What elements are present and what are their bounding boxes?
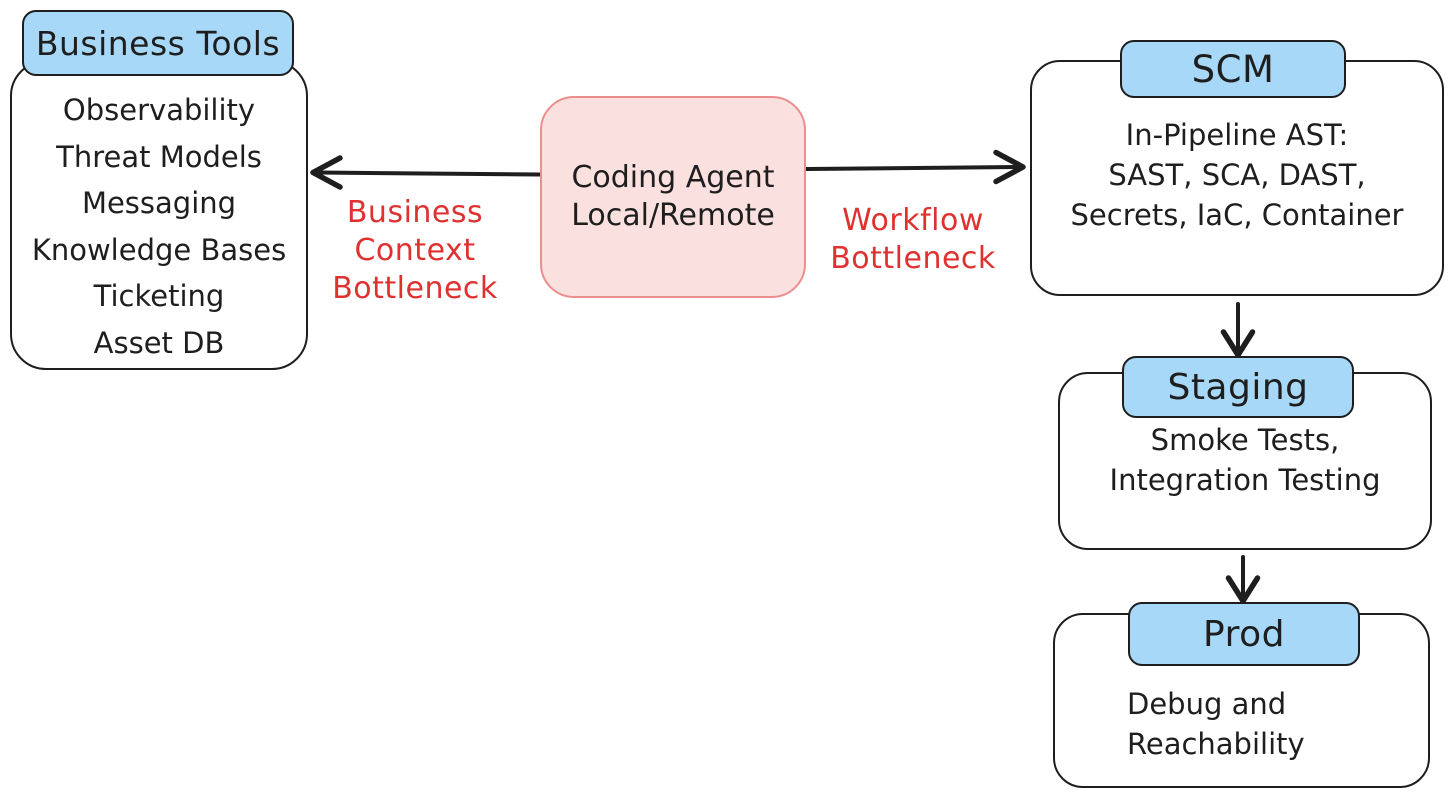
arrow-scm-to-staging bbox=[1220, 302, 1256, 358]
arrow-agent-to-business-tools bbox=[310, 155, 542, 190]
workflow-bottleneck-label: Workflow Bottleneck bbox=[830, 203, 996, 276]
business-context-bottleneck-label: Business Context Bottleneck bbox=[332, 195, 498, 306]
scm-title: SCM bbox=[1191, 47, 1275, 91]
business-tools-box: Observability Threat Models Messaging Kn… bbox=[10, 60, 308, 370]
list-item: Asset DB bbox=[93, 325, 225, 360]
list-item: Messaging bbox=[81, 186, 237, 220]
business-tools-header: Business Tools bbox=[22, 10, 294, 76]
staging-header: Staging bbox=[1122, 356, 1354, 418]
list-item: Observability bbox=[62, 93, 256, 127]
scm-header: SCM bbox=[1120, 40, 1346, 98]
staging-body-text: Smoke Tests, Integration Testing bbox=[1109, 423, 1381, 497]
coding-agent-box: Coding Agent Local/Remote bbox=[540, 96, 806, 298]
staging-title: Staging bbox=[1167, 366, 1309, 408]
scm-body-text: In-Pipeline AST: SAST, SCA, DAST, Secret… bbox=[1070, 118, 1404, 232]
business-tools-title: Business Tools bbox=[35, 23, 281, 63]
coding-agent-label: Coding Agent Local/Remote bbox=[571, 160, 775, 233]
list-item: Ticketing bbox=[93, 279, 225, 313]
prod-title: Prod bbox=[1203, 613, 1285, 655]
arrow-agent-to-scm bbox=[804, 149, 1026, 185]
list-item: Threat Models bbox=[56, 139, 262, 174]
arrow-staging-to-prod bbox=[1225, 555, 1261, 604]
list-item: Knowledge Bases bbox=[31, 232, 287, 267]
prod-body-text: Debug and Reachability bbox=[1127, 687, 1305, 761]
prod-header: Prod bbox=[1128, 602, 1360, 666]
business-tools-list: Observability Threat Models Messaging Kn… bbox=[12, 62, 306, 366]
